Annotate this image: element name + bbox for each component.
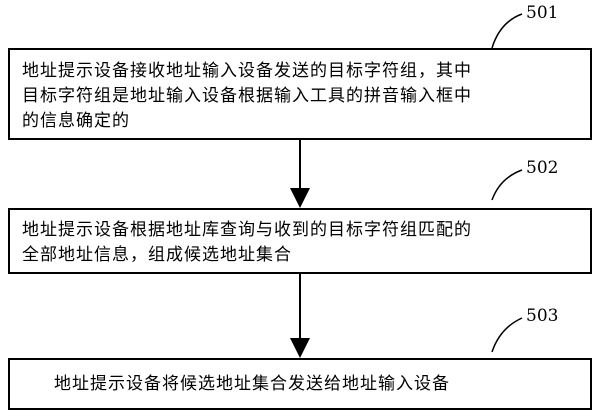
label-hook-503	[491, 317, 523, 353]
step-text-502-line1: 地址提示设备根据地址库查询与收到的目标字符组匹配的	[22, 220, 472, 240]
step-text-501-line3: 的信息确定的	[22, 111, 130, 131]
step-text-502-line2: 全部地址信息，组成候选地址集合	[22, 245, 292, 265]
label-hook-501	[491, 13, 523, 49]
step-box-501: 地址提示设备接收地址输入设备发送的目标字符组，其中 目标字符组是地址输入设备根据…	[8, 48, 592, 140]
step-text-501-line2: 目标字符组是地址输入设备根据输入工具的拼音输入框中	[22, 86, 472, 106]
label-hook-502	[491, 169, 523, 201]
step-box-502: 地址提示设备根据地址库查询与收到的目标字符组匹配的 全部地址信息，组成候选地址集…	[8, 208, 592, 274]
step-text-503-line1: 地址提示设备将候选地址集合发送给地址输入设备	[54, 374, 450, 394]
step-number-502: 502	[526, 158, 559, 178]
step-text-501-line1: 地址提示设备接收地址输入设备发送的目标字符组，其中	[22, 61, 472, 81]
step-number-501: 501	[526, 3, 559, 23]
step-number-503: 503	[526, 306, 559, 326]
step-box-503: 地址提示设备将候选地址集合发送给地址输入设备	[8, 358, 592, 410]
